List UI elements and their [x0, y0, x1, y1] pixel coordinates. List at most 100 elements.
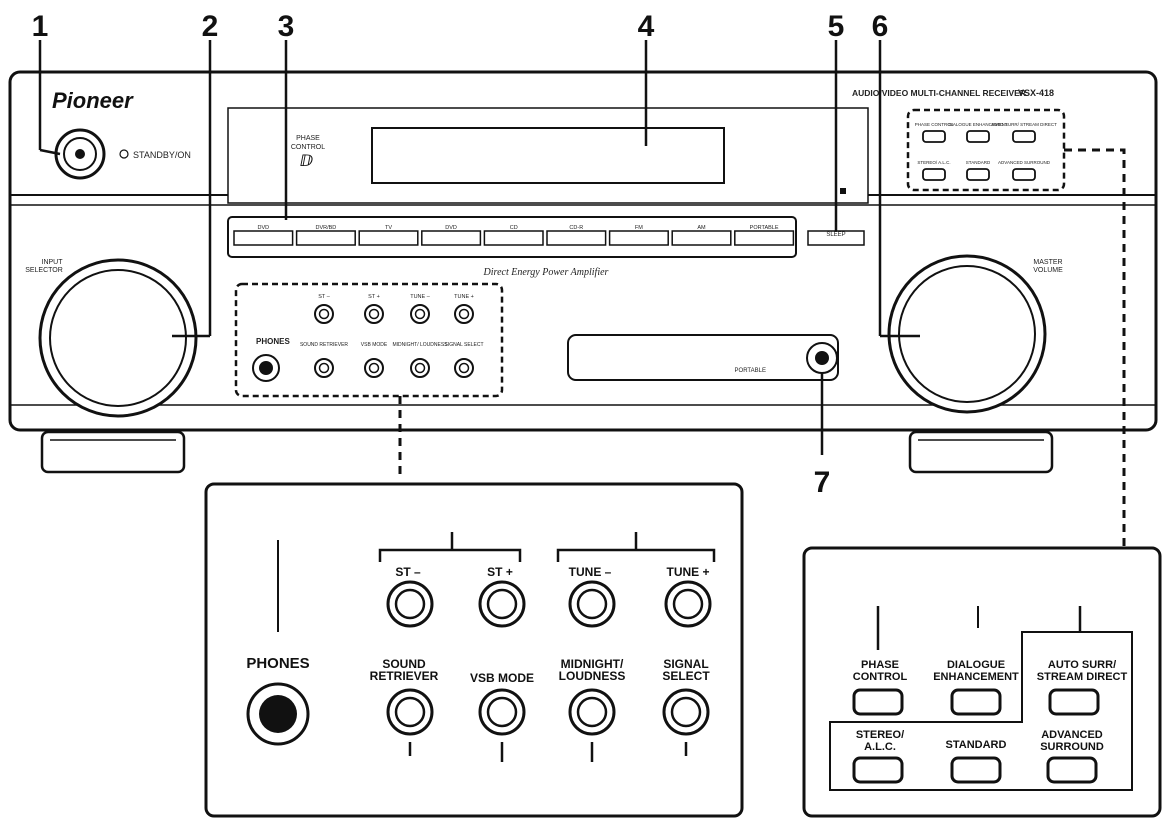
st-plus-label: ST +	[487, 565, 513, 579]
small-bottom-knob-inner	[414, 362, 426, 374]
small-bottom-knob-inner	[318, 362, 330, 374]
callout-number-7: 7	[814, 466, 831, 499]
tune-plus-label: TUNE +	[666, 565, 709, 579]
sound-retriever-label-1: SOUND	[382, 657, 426, 671]
vsb-mode-label: VSB MODE	[470, 671, 534, 685]
input-button-label: CD	[510, 225, 518, 231]
signal-select-button[interactable]	[662, 688, 710, 736]
phones-label: PHONES	[246, 655, 309, 672]
advanced-surround-label-2: SURROUND	[1040, 741, 1104, 753]
phones-jack[interactable]	[246, 682, 310, 746]
small-bottom-label: SOUND RETRIEVER	[300, 342, 348, 348]
front-controls-area	[234, 282, 504, 398]
sound-retriever-label-2: RETRIEVER	[370, 669, 439, 683]
input-selector-knob[interactable]	[38, 258, 198, 418]
input-button-8[interactable]	[671, 230, 732, 246]
input-button-4[interactable]	[421, 230, 482, 246]
small-surround-button-3[interactable]	[1012, 130, 1036, 143]
callout-number-1: 1	[32, 10, 49, 43]
bottom-callout-ticks	[408, 742, 688, 762]
callout-lines	[38, 40, 920, 455]
st-minus-button[interactable]	[386, 580, 434, 628]
small-top-knob-inner	[458, 308, 470, 320]
vsb-mode-button[interactable]	[478, 688, 526, 736]
input-button-1[interactable]	[233, 230, 294, 246]
small-surround-button-5[interactable]	[966, 168, 990, 181]
master-volume-knob[interactable]	[887, 254, 1047, 414]
portable-jack[interactable]	[806, 342, 838, 374]
dialogue-enhancement-label-2: ENHANCEMENT	[933, 671, 1019, 683]
detail-box-front-controls	[204, 482, 744, 818]
front-display	[371, 127, 725, 184]
input-button-label: AM	[697, 225, 706, 231]
phase-control-mark-line1: PHASE	[296, 135, 320, 142]
phase-control-label-2: CONTROL	[853, 671, 908, 683]
dialogue-enhancement-label-1: DIALOGUE	[947, 659, 1005, 671]
tune-minus-button[interactable]	[568, 580, 616, 628]
small-bottom-label: VSB MODE	[361, 342, 388, 348]
detail-connector-right	[1064, 148, 1126, 548]
small-surround-label: ADVANCED SURROUND	[998, 160, 1051, 165]
small-surround-button-2[interactable]	[966, 130, 990, 143]
stereo-alc-button[interactable]	[852, 756, 904, 784]
input-button-5[interactable]	[483, 230, 544, 246]
phase-control-logo-icon: ⅅ	[300, 153, 313, 170]
small-bottom-knob-inner	[368, 362, 380, 374]
signal-select-label-2: SELECT	[662, 669, 710, 683]
small-surround-button-6[interactable]	[1012, 168, 1036, 181]
input-button-label: CD-R	[569, 225, 583, 231]
input-button-9[interactable]	[734, 230, 795, 246]
callout-number-5: 5	[828, 10, 845, 43]
phones-jack-small[interactable]	[252, 354, 280, 382]
input-button-7[interactable]	[608, 230, 669, 246]
small-surround-button-1[interactable]	[922, 130, 946, 143]
auto-surr-label-1: AUTO SURR/	[1048, 659, 1116, 671]
input-selector-label-2: SELECTOR	[25, 267, 63, 274]
model-description: AUDIO/VIDEO MULTI-CHANNEL RECEIVER	[852, 88, 1026, 98]
tune-plus-button[interactable]	[664, 580, 712, 628]
input-button-3[interactable]	[358, 230, 419, 246]
small-surround-label: STEREO/ A.L.C.	[917, 160, 950, 165]
midnight-loudness-button[interactable]	[568, 688, 616, 736]
sleep-indicator-icon	[840, 188, 846, 194]
detail-box-surround	[802, 546, 1162, 818]
portable-small-label: PORTABLE	[735, 368, 766, 374]
small-surround-button-4[interactable]	[922, 168, 946, 181]
small-bottom-label: MIDNIGHT/ LOUDNESS	[392, 342, 448, 348]
callout-number-6: 6	[872, 10, 889, 43]
input-button-label: TV	[385, 225, 392, 231]
input-button-2[interactable]	[295, 230, 356, 246]
phase-control-label-1: PHASE	[861, 659, 899, 671]
small-surround-label: AUTO SURR/ STREAM DIRECT	[991, 122, 1057, 127]
standard-button[interactable]	[950, 756, 1002, 784]
small-surround-label: PHASE CONTROL	[915, 122, 954, 127]
surround-buttons-area	[906, 108, 1066, 192]
small-surround-label: DIALOGUE ENHANCEMENT	[948, 122, 1008, 127]
auto-surr-button[interactable]	[1048, 688, 1100, 716]
left-foot	[40, 430, 186, 474]
phase-control-mark-line2: CONTROL	[291, 144, 325, 151]
sound-retriever-button[interactable]	[386, 688, 434, 736]
st-plus-button[interactable]	[478, 580, 526, 628]
input-selector-label-1: INPUT	[42, 259, 64, 266]
small-top-label: TUNE –	[410, 294, 431, 300]
model-code: VSX-418	[1018, 88, 1054, 98]
small-top-knob-inner	[368, 308, 380, 320]
midnight-loudness-label-2: LOUDNESS	[559, 669, 626, 683]
phase-control-button[interactable]	[852, 688, 904, 716]
dialogue-enhancement-button[interactable]	[950, 688, 1002, 716]
input-button-6[interactable]	[546, 230, 607, 246]
standby-button[interactable]	[54, 128, 106, 180]
master-volume-label-1: MASTER	[1033, 259, 1062, 266]
input-button-label: DVR/BD	[316, 225, 337, 231]
input-button-label: FM	[635, 225, 643, 231]
advanced-surround-button[interactable]	[1046, 756, 1098, 784]
callout-number-3: 3	[278, 10, 295, 43]
portable-panel	[567, 334, 839, 381]
standby-label: STANDBY/ON	[133, 150, 191, 160]
small-top-knob-inner	[414, 308, 426, 320]
standard-label: STANDARD	[946, 739, 1007, 751]
small-bottom-knob-inner	[458, 362, 470, 374]
